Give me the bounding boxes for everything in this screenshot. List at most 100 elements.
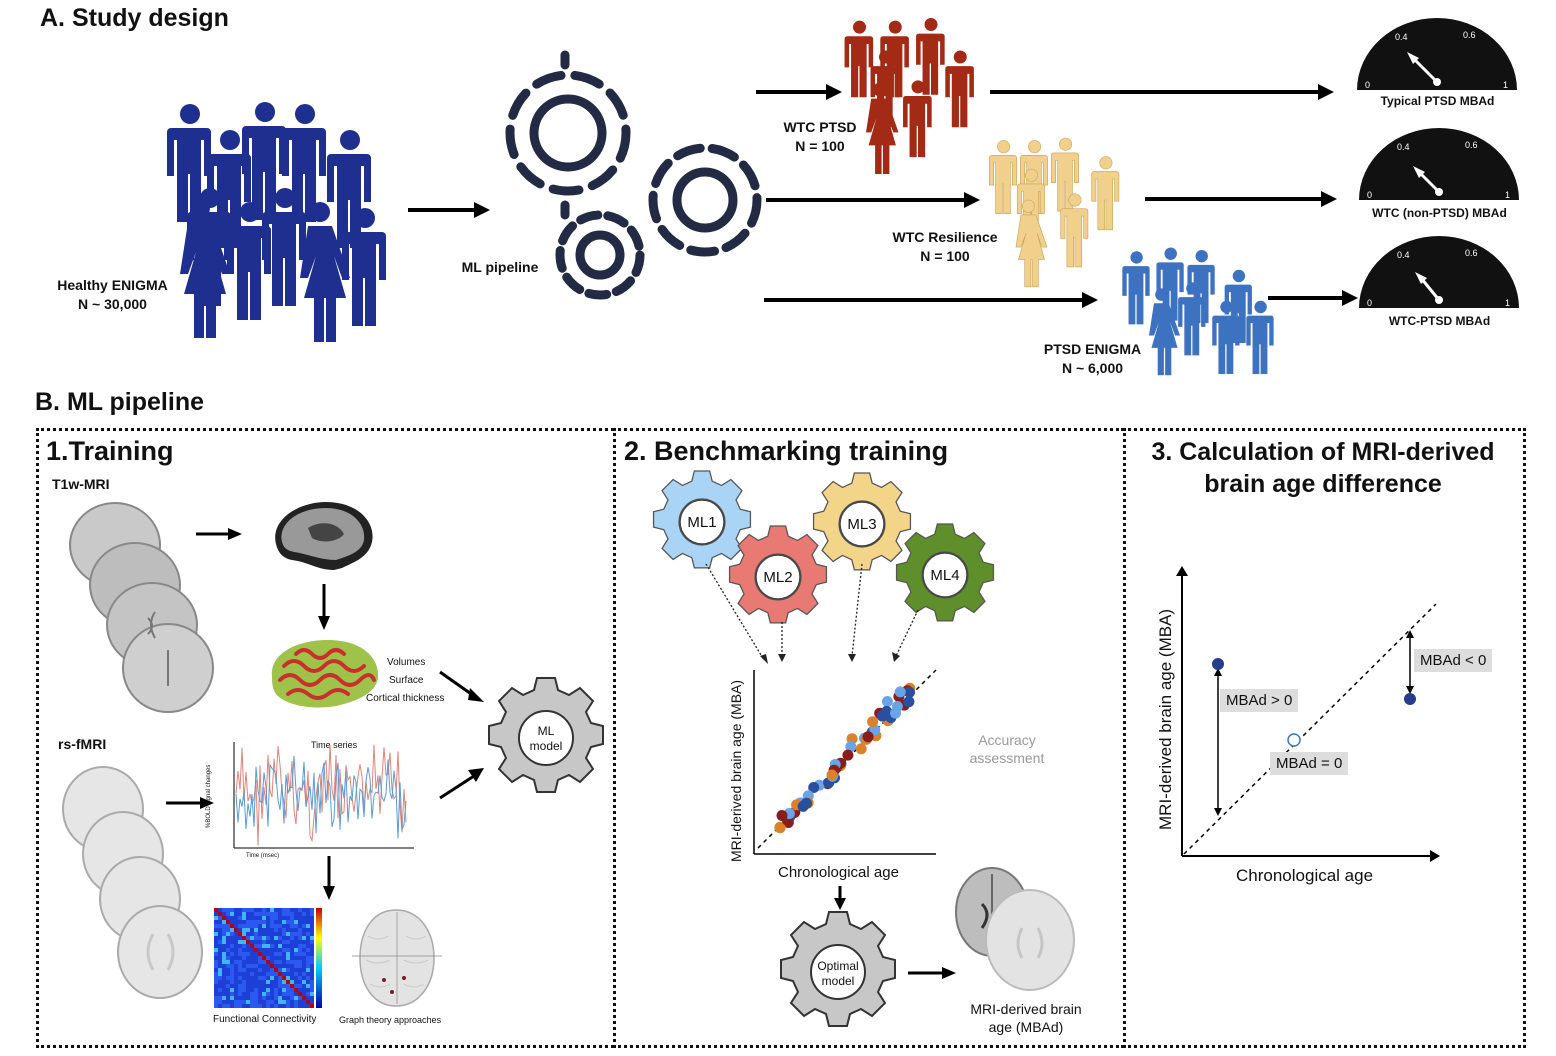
fc-cell	[214, 908, 218, 912]
scatter-point	[881, 696, 893, 707]
fc-cell	[310, 908, 314, 912]
fc-cell	[214, 972, 218, 976]
gear-ml4-label: ML4	[930, 567, 960, 584]
fc-cell	[246, 908, 250, 912]
fc-cell	[298, 952, 302, 956]
arrow-icon	[439, 768, 484, 800]
fc-cell	[250, 920, 254, 924]
healthy-people-icon	[167, 102, 386, 342]
fc-cell	[258, 944, 262, 948]
rs-fmri-label: rs-fMRI	[58, 736, 107, 752]
fc-cell	[254, 912, 258, 916]
fc-cell	[310, 940, 314, 944]
fc-cell	[230, 980, 234, 984]
fc-cell	[274, 968, 278, 972]
fc-cell	[282, 984, 286, 988]
fc-cell	[286, 960, 290, 964]
fc-cell	[222, 996, 226, 1000]
fc-cell	[286, 980, 290, 984]
fc-cell	[242, 984, 246, 988]
fc-cell	[274, 972, 278, 976]
fc-cell	[282, 988, 286, 992]
t1w-mri-slices-icon	[69, 502, 214, 713]
scatter-point	[774, 821, 786, 833]
scatter-point	[845, 741, 857, 753]
fc-cell	[306, 924, 310, 928]
fc-cell	[254, 948, 258, 952]
fc-cell	[222, 932, 226, 936]
fc-cell	[278, 960, 282, 964]
fc-cell	[310, 1004, 314, 1008]
mbad-plot	[1176, 566, 1440, 862]
fc-cell	[270, 916, 274, 920]
gear-ml1-label: ML1	[687, 514, 717, 531]
fc-cell	[254, 936, 258, 940]
fc-cell	[294, 948, 298, 952]
fc-cell	[306, 964, 310, 968]
fc-cell	[266, 972, 270, 976]
scatter-point	[808, 782, 820, 793]
fc-cell	[266, 1004, 270, 1008]
panel3-title-line2: brain age difference	[1204, 470, 1442, 498]
arrow-icon	[318, 584, 330, 630]
fc-cell	[274, 912, 278, 916]
fc-cell	[214, 952, 218, 956]
fc-cell	[254, 932, 258, 936]
fc-cell	[278, 1000, 282, 1004]
fc-cell	[290, 980, 294, 984]
fc-cell	[286, 956, 290, 960]
fc-cell	[226, 924, 230, 928]
fc-cell	[302, 912, 306, 916]
fc-cell	[242, 968, 246, 972]
fc-cell	[286, 1000, 290, 1004]
fc-cell	[250, 964, 254, 968]
gauge-wtc-non-ptsd: 0.4 0.6 0 1 WTC (non-PTSD) MBAd	[1357, 128, 1522, 224]
gauge-label: WTC-PTSD MBAd	[1388, 314, 1491, 328]
fc-cell	[222, 916, 226, 920]
fc-cell	[274, 928, 278, 932]
fc-cell	[214, 1000, 218, 1004]
healthy-enigma-label: Healthy ENIGMA	[57, 277, 168, 293]
fc-cell	[278, 944, 282, 948]
fc-cell	[282, 912, 286, 916]
fc-cell	[290, 992, 294, 996]
fc-cell	[270, 908, 274, 912]
fc-cell	[258, 936, 262, 940]
fc-cell	[270, 944, 274, 948]
fc-cell	[250, 1000, 254, 1004]
fc-cell	[218, 988, 222, 992]
fc-cell	[266, 936, 270, 940]
arrow-icon	[834, 886, 846, 910]
fc-cell	[290, 988, 294, 992]
fc-cell	[278, 952, 282, 956]
benchmark-gears	[652, 470, 995, 624]
fc-cell	[270, 972, 274, 976]
fc-cell	[266, 956, 270, 960]
fc-cell	[286, 976, 290, 980]
fc-cell	[306, 992, 310, 996]
fc-cell	[242, 924, 246, 928]
fc-cell	[238, 940, 242, 944]
fc-cell	[222, 920, 226, 924]
panel-mbad	[1123, 428, 1526, 1048]
fc-cell	[214, 964, 218, 968]
mbad-xlabel: Chronological age	[1236, 866, 1374, 885]
wtc-resilience-label: WTC Resilience	[892, 229, 998, 245]
gauge-tick: 0.4	[1395, 32, 1408, 42]
fc-cell	[282, 1000, 286, 1004]
scatter-point	[800, 797, 812, 809]
panel-benchmarking	[613, 428, 1124, 1048]
scatter-point	[776, 810, 788, 821]
gauge-tick: 0.6	[1463, 30, 1476, 40]
fc-cell	[254, 964, 258, 968]
gauge-tick: 0.6	[1465, 248, 1478, 258]
gauge-tick: 0.4	[1397, 250, 1410, 260]
fc-cell	[222, 908, 226, 912]
fc-cell	[238, 924, 242, 928]
wtc-ptsd-n: N = 100	[795, 138, 845, 154]
accuracy-label: Accuracy	[978, 732, 1036, 748]
fc-cell	[290, 924, 294, 928]
gauge-tick: 1	[1505, 190, 1511, 200]
fc-cell	[294, 960, 298, 964]
fc-cell	[302, 972, 306, 976]
